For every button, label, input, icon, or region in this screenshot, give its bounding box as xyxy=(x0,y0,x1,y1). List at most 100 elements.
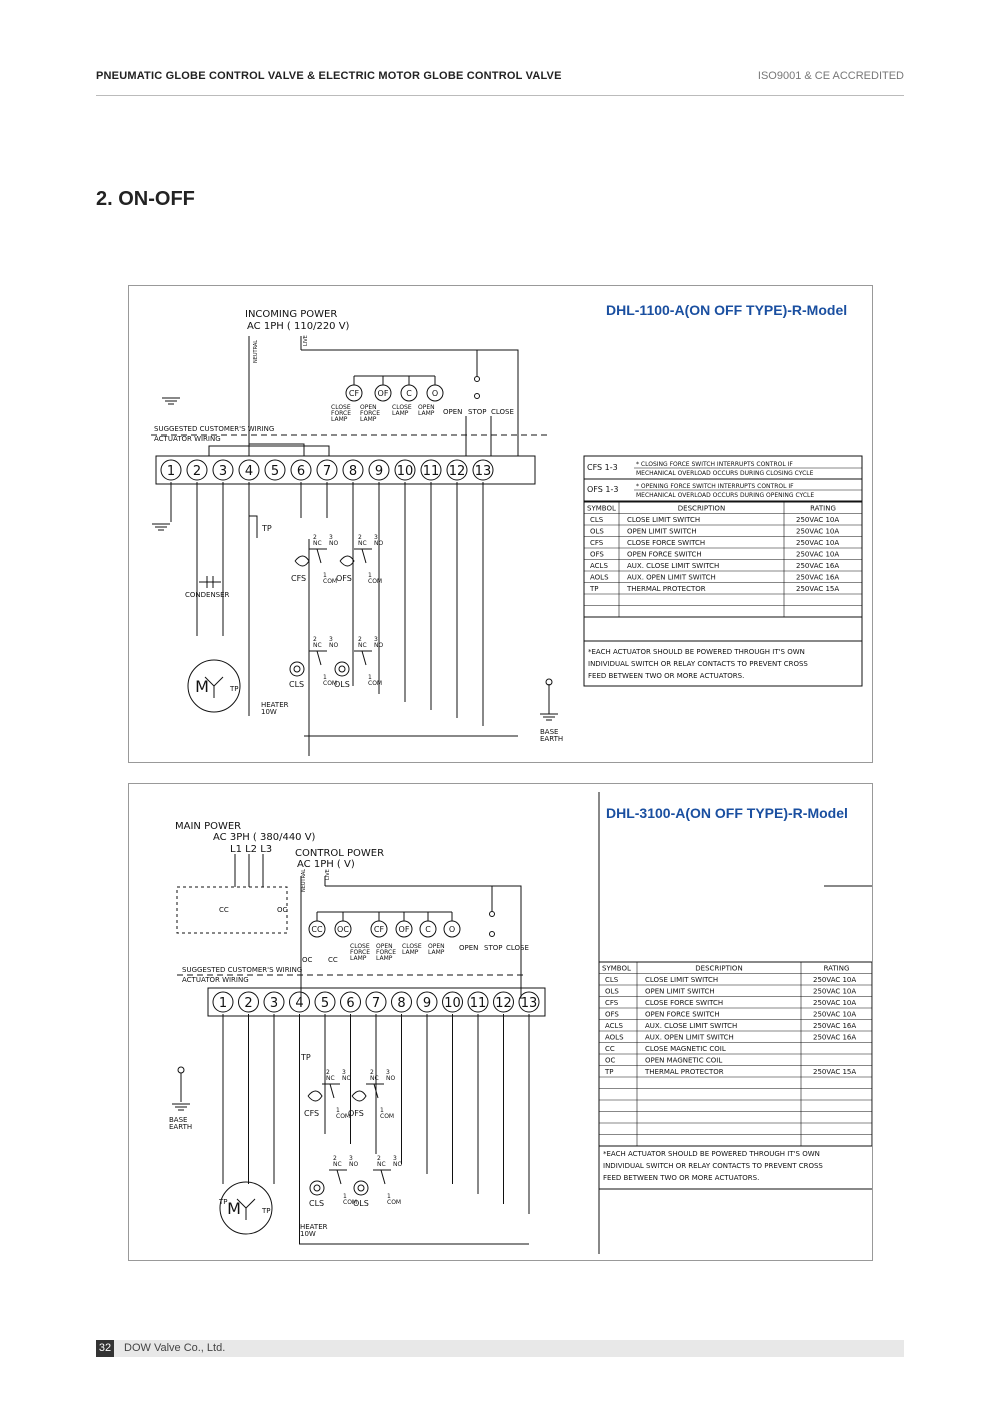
terminal-number: 12 xyxy=(495,996,512,1011)
motor xyxy=(187,659,241,713)
main-power-rating: AC 3PH ( 380/440 V) xyxy=(213,832,316,843)
lamp-symbol: C xyxy=(425,925,431,934)
pin-number: 3 xyxy=(349,1155,353,1162)
terminal-number: 12 xyxy=(449,464,466,479)
close-switch-label: CLOSE xyxy=(491,408,514,416)
lamp-symbol: CF xyxy=(374,925,385,934)
table-rating: 250VAC 10A xyxy=(813,1011,856,1019)
open-contactor-label: OC xyxy=(277,906,288,914)
no-label: NO xyxy=(342,1075,351,1082)
lamp-symbol: OF xyxy=(378,389,389,398)
table-description: OPEN LIMIT SWITCH xyxy=(627,528,697,536)
table-symbol: OFS xyxy=(605,1011,619,1019)
terminal-8 xyxy=(342,459,364,481)
terminal-4 xyxy=(238,459,260,481)
switch-label: CFS xyxy=(291,574,306,583)
live-label: LIVE xyxy=(325,869,331,880)
note-text: MECHANICAL OVERLOAD OCCURS DURING OPENIN… xyxy=(636,492,814,499)
table-symbol: TP xyxy=(604,1068,614,1076)
terminal-5 xyxy=(314,991,336,1013)
limit-switch-roller xyxy=(338,665,346,673)
pin-number: 3 xyxy=(393,1155,397,1162)
pin-number: 3 xyxy=(374,534,378,541)
control-power-label: CONTROL POWER xyxy=(295,848,384,859)
terminal-number: 4 xyxy=(245,464,253,479)
switch-terminal xyxy=(474,376,480,382)
terminal-strip xyxy=(155,455,536,485)
wire xyxy=(361,548,367,564)
terminal-number: 1 xyxy=(219,996,227,1011)
table-description: OPEN FORCE SWITCH xyxy=(627,551,702,559)
com-label: COM xyxy=(387,1199,401,1206)
limit-switch-roller xyxy=(309,1180,325,1196)
contactor-block xyxy=(176,886,288,934)
terminal-11 xyxy=(420,459,442,481)
terminal-12 xyxy=(493,991,514,1013)
table-rating: 250VAC 10A xyxy=(796,539,839,547)
terminal-9 xyxy=(416,991,438,1013)
nc-label: NC xyxy=(358,642,367,649)
wire xyxy=(204,676,215,687)
terminal-6 xyxy=(290,459,312,481)
wiring-diagram-2: DHL-3100-A(ON OFF TYPE)-R-Model MAIN POW… xyxy=(128,783,873,1261)
lamp-symbol: CF xyxy=(349,389,360,398)
limit-switch-roller xyxy=(334,661,350,677)
terminal-number: 3 xyxy=(270,996,278,1011)
terminal-number: 10 xyxy=(397,464,414,479)
switch-label: OFS xyxy=(336,574,352,583)
thermal-protector-label: TP xyxy=(229,685,239,693)
thermal-protector-label: TP xyxy=(261,524,272,533)
table-rating: 250VAC 16A xyxy=(796,562,839,570)
com-label: COM xyxy=(368,680,382,687)
switch-terminal xyxy=(474,393,480,399)
wire xyxy=(248,443,305,456)
nc-label: NC xyxy=(326,1075,335,1082)
table-symbol: CFS xyxy=(590,539,604,547)
open-switch-label: OPEN xyxy=(459,944,478,952)
terminal-number: 10 xyxy=(444,996,461,1011)
switch-actuator xyxy=(351,1090,367,1102)
table-description: CLOSE FORCE SWITCH xyxy=(627,539,705,547)
note-text: * CLOSING FORCE SWITCH INTERRUPTS CONTRO… xyxy=(636,461,793,468)
section-title: 2. ON-OFF xyxy=(96,188,195,210)
terminal-7 xyxy=(316,459,338,481)
customer-wiring-label: SUGGESTED CUSTOMER'S WIRING xyxy=(154,425,274,433)
terminal-2 xyxy=(238,991,259,1013)
lamp-symbol: OF xyxy=(399,925,410,934)
lamp-symbol: OC xyxy=(337,925,349,934)
terminal-number: 6 xyxy=(346,996,354,1011)
header-title: PNEUMATIC GLOBE CONTROL VALVE & ELECTRIC… xyxy=(96,70,562,82)
pin-number: 3 xyxy=(374,636,378,643)
caution-note: *EACH ACTUATOR SHOULD BE POWERED THROUGH… xyxy=(588,648,805,656)
close-coil-label: CC xyxy=(328,956,338,964)
table-rating: 250VAC 10A xyxy=(813,999,856,1007)
table-header: DESCRIPTION xyxy=(678,505,725,513)
table-rating: 250VAC 10A xyxy=(796,528,839,536)
wire xyxy=(329,1083,335,1099)
pin-number: 1 xyxy=(380,1107,384,1114)
terminal-5 xyxy=(264,459,286,481)
table-description: AUX. CLOSE LIMIT SWITCH xyxy=(645,1022,737,1030)
control-power-rating: AC 1PH ( V) xyxy=(297,859,355,870)
pin-number: 2 xyxy=(326,1069,330,1076)
terminal-2 xyxy=(186,459,208,481)
com-label: COM xyxy=(336,1113,350,1120)
wire xyxy=(213,676,224,687)
com-label: COM xyxy=(380,1113,394,1120)
diagram1-model-title: DHL-1100-A(ON OFF TYPE)-R-Model xyxy=(606,302,848,318)
pin-number: 1 xyxy=(323,572,327,579)
switch-actuator xyxy=(339,555,355,567)
page-footer: 32 DOW Valve Co., Ltd. xyxy=(96,1340,904,1357)
table-rating: 250VAC 15A xyxy=(813,1068,856,1076)
